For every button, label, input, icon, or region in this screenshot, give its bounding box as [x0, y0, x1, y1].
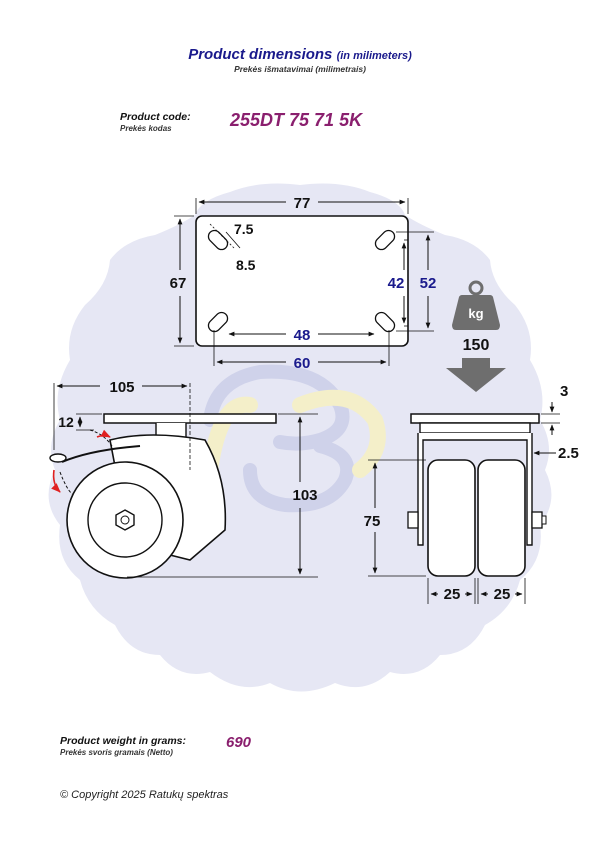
- side-view: [49, 383, 318, 579]
- title-text: Product dimensions: [188, 46, 333, 63]
- page-subtitle: Prekės išmatavimai (milimetrais): [234, 64, 366, 74]
- dim-brake-height: 12: [58, 414, 74, 430]
- dim-plate-width: 77: [294, 195, 311, 212]
- copyright: © Copyright 2025 Ratukų spektras: [60, 789, 229, 801]
- weight-label: Product weight in grams:: [60, 735, 187, 747]
- dim-bracket-thickness: 2.5: [558, 445, 579, 462]
- weight-icon: [452, 280, 500, 330]
- product-code: 255DT 75 71 5K: [230, 110, 363, 130]
- load-capacity: 150: [463, 337, 490, 354]
- title-unit: (in milimeters): [336, 50, 412, 62]
- product-code-label-sub: Prekės kodas: [120, 124, 172, 133]
- dim-total-height: 103: [292, 487, 317, 504]
- dim-plate-height: 67: [170, 275, 187, 292]
- page-title: Product dimensions (in milimeters): [0, 46, 600, 63]
- weight-label-sub: Prekės svoris gramais (Netto): [60, 748, 173, 757]
- dim-hole-pitch-x: 60: [294, 355, 311, 372]
- dim-slot-length: 8.5: [236, 257, 256, 273]
- dim-wheel-diameter: 75: [364, 513, 381, 530]
- dim-wheel-width-left: 25: [444, 586, 461, 603]
- dim-hole-spacing-x: 48: [294, 327, 311, 344]
- dim-hole-spacing-y: 42: [388, 275, 405, 292]
- top-plate-view: [174, 198, 434, 366]
- dim-offset: 105: [109, 379, 134, 396]
- front-view: [368, 402, 560, 604]
- dim-hole-pitch-y: 52: [420, 275, 437, 292]
- weight-icon-label: kg: [468, 306, 483, 321]
- product-code-label: Product code:: [120, 111, 191, 123]
- dim-plate-thickness: 3: [560, 383, 568, 400]
- dim-wheel-width-right: 25: [494, 586, 511, 603]
- dim-slot-width: 7.5: [234, 221, 254, 237]
- load-arrow-icon: [446, 358, 506, 392]
- product-weight: 690: [226, 734, 252, 751]
